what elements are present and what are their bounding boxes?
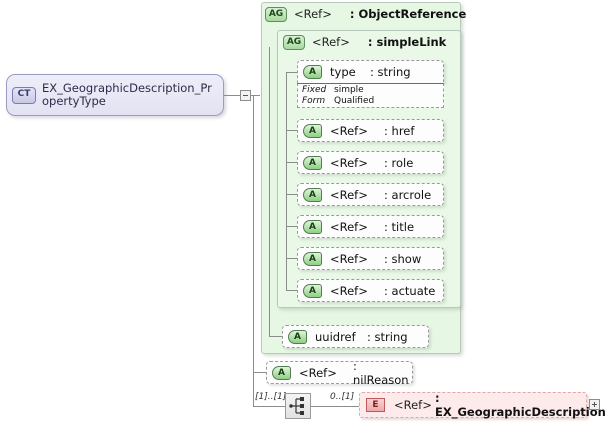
attribute-type-label: : href (384, 123, 415, 138)
connector-trunk-simplelink (269, 47, 270, 337)
element-badge-icon: E (366, 398, 385, 412)
complex-type-badge-icon: CT (12, 86, 36, 104)
attribute-ref-label: <Ref> (330, 283, 368, 298)
attribute-name-label: type (330, 65, 356, 79)
element-ref-label: <Ref> (394, 398, 432, 412)
cardinality-left-label: [1]..[1] (255, 392, 287, 402)
cardinality-right-label: 0..[1] (330, 392, 355, 402)
attribute-badge-icon: A (303, 283, 322, 298)
attribute-type-label: : nilReason (353, 358, 409, 387)
attribute-type-label: : show (384, 251, 422, 266)
attribute-row-actuate[interactable]: A <Ref> : actuate (297, 279, 444, 302)
attribute-badge-icon: A (303, 123, 322, 138)
attribute-row-type[interactable]: A type : string (297, 60, 444, 83)
complex-type-node[interactable]: CT EX_GeographicDescription_PropertyType (6, 74, 224, 116)
connector-branch-nilreason (253, 372, 266, 373)
attribute-ref-label: <Ref> (330, 251, 368, 266)
connector-branch-compositor (253, 406, 285, 407)
element-node-ex-geographicdescription[interactable]: E <Ref> : EX_GeographicDescription (359, 391, 606, 419)
property-key-fixed: Fixed (302, 85, 327, 95)
connector-branch-show (286, 258, 297, 259)
attribute-row-href[interactable]: A <Ref> : href (297, 119, 444, 142)
attribute-badge-icon: A (303, 65, 322, 79)
connector-trunk-main (253, 95, 254, 406)
attribute-group-type-label: : ObjectReference (349, 7, 467, 21)
attribute-ref-label: <Ref> (299, 365, 337, 380)
attribute-group-type-label: : simpleLink (367, 35, 447, 49)
attribute-group-ref-label: <Ref> (294, 7, 332, 21)
attribute-ref-label: <Ref> (330, 219, 368, 234)
attribute-badge-icon: A (303, 155, 322, 170)
connector-toggle-out (251, 95, 260, 96)
compositor-glyph (289, 397, 304, 415)
attribute-row-arcrole[interactable]: A <Ref> : arcrole (297, 183, 444, 206)
attribute-type-label: : string (370, 65, 411, 79)
attribute-properties-box: Fixed simple Form Qualified (297, 83, 444, 108)
attribute-name-label: uuidref (315, 329, 356, 344)
attribute-group-objectreference-header[interactable]: AG <Ref> : ObjectReference (265, 5, 466, 23)
attribute-badge-icon: A (303, 187, 322, 202)
attribute-group-simplelink-header[interactable]: AG <Ref> : simpleLink (283, 33, 446, 51)
connector-branch-type (286, 72, 297, 73)
element-expand-toggle[interactable] (589, 399, 600, 410)
attribute-ref-label: <Ref> (330, 123, 368, 138)
connector-ct-stub (224, 95, 240, 96)
attribute-badge-icon: A (303, 219, 322, 234)
attribute-group-ref-label: <Ref> (312, 35, 350, 49)
attribute-type-label: : actuate (384, 283, 436, 298)
connector-branch-uuidref (269, 336, 282, 337)
connector-branch-actuate (286, 290, 297, 291)
property-value-fixed: simple (334, 85, 364, 95)
attribute-badge-icon: A (288, 329, 307, 344)
connector-compositor-to-element (311, 406, 359, 407)
attribute-group-badge-icon: AG (283, 34, 305, 50)
attribute-group-badge-icon: AG (265, 6, 287, 22)
connector-branch-role (286, 162, 297, 163)
element-type-label: : EX_GeographicDescription (435, 391, 606, 419)
connector-trunk-attributes (286, 72, 287, 290)
attribute-type-label: : role (384, 155, 414, 170)
attribute-row-uuidref[interactable]: A uuidref : string (282, 325, 429, 348)
attribute-ref-label: <Ref> (330, 155, 368, 170)
property-value-form: Qualified (334, 96, 375, 106)
property-key-form: Form (302, 96, 326, 106)
connector-branch-arcrole (286, 194, 297, 195)
attribute-row-nilreason[interactable]: A <Ref> : nilReason (266, 358, 413, 387)
connector-branch-href (286, 130, 297, 131)
sequence-compositor-icon[interactable] (285, 393, 311, 419)
complex-type-collapse-toggle[interactable] (240, 90, 251, 101)
attribute-badge-icon: A (303, 251, 322, 266)
attribute-row-title[interactable]: A <Ref> : title (297, 215, 444, 238)
connector-branch-title (286, 226, 297, 227)
attribute-type-label: : arcrole (384, 187, 432, 202)
attribute-row-show[interactable]: A <Ref> : show (297, 247, 444, 270)
complex-type-label: EX_GeographicDescription_PropertyType (42, 81, 212, 108)
attribute-row-role[interactable]: A <Ref> : role (297, 151, 444, 174)
attribute-type-label: : title (384, 219, 415, 234)
attribute-ref-label: <Ref> (330, 187, 368, 202)
attribute-badge-icon: A (272, 365, 291, 380)
attribute-type-label: : string (367, 329, 408, 344)
